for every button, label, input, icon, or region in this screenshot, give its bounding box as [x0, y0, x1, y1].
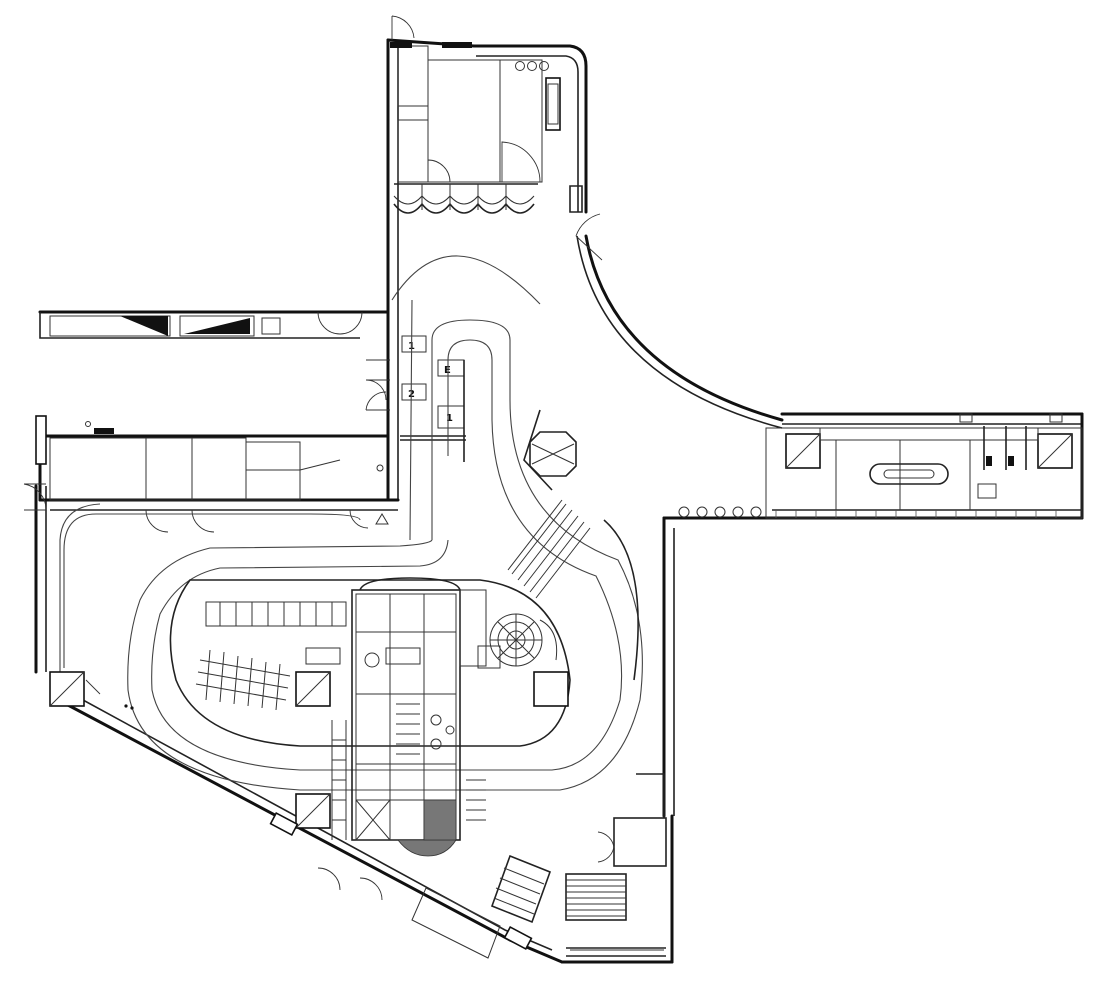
spiral-slide: [489, 613, 558, 667]
west-wing: [23, 311, 390, 533]
diagonal-rack: [195, 649, 291, 711]
north-rooms: [390, 15, 603, 261]
south-entrance: [85, 679, 533, 959]
crosswalk: [507, 499, 591, 599]
east-wing: [678, 413, 1083, 519]
track-paths: [59, 255, 643, 791]
south-stairs: [490, 773, 667, 957]
outer-walls: [34, 38, 1084, 964]
columns: [49, 433, 1073, 829]
central-structure: [195, 577, 558, 857]
lift-label-3: 1: [446, 413, 453, 424]
lift-core: 1 2 E 1: [400, 335, 466, 462]
